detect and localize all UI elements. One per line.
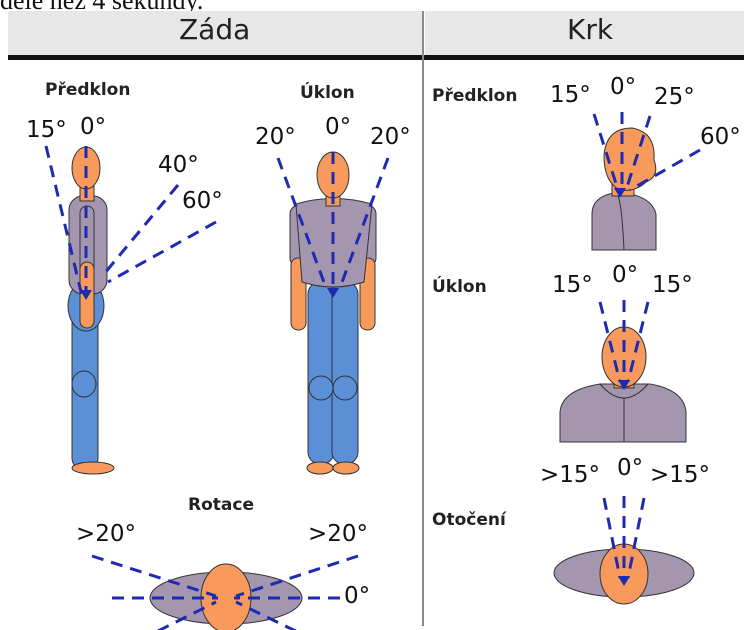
back-side-angle-0: 0°	[325, 114, 351, 140]
neck-side-angle-0: 0°	[612, 262, 638, 288]
neck-forward-angle-0: 0°	[610, 74, 636, 100]
neck-rotation-label: Otočení	[432, 510, 506, 530]
neck-rotation-figure	[554, 496, 694, 604]
neck-forward-figure	[592, 112, 700, 250]
back-rotation-angle-left: >20°	[76, 521, 136, 547]
neck-side-angle-right: 15°	[652, 272, 693, 298]
neck-forward-angle-25: 25°	[654, 84, 695, 110]
back-forward-angle-15: 15°	[26, 117, 67, 143]
back-rotation-angle-right: >20°	[308, 521, 368, 547]
neck-side-label: Úklon	[432, 277, 487, 297]
neck-rotation-angle-right: >15°	[650, 462, 710, 488]
back-side-label: Úklon	[300, 83, 355, 103]
neck-forward-angle-15: 15°	[550, 82, 591, 108]
back-side-angle-right: 20°	[370, 124, 411, 150]
back-forward-angle-0: 0°	[80, 114, 106, 140]
back-rotation-angle-0: 0°	[344, 583, 370, 609]
neck-forward-label: Předklon	[432, 86, 517, 106]
neck-rotation-angle-left: >15°	[540, 462, 600, 488]
back-rotation-figure	[92, 556, 358, 630]
back-forward-label: Předklon	[45, 80, 130, 100]
back-forward-angle-60: 60°	[182, 188, 223, 214]
back-side-figure	[278, 152, 388, 474]
neck-rotation-angle-0: 0°	[617, 455, 643, 481]
neck-forward-angle-60: 60°	[700, 124, 741, 150]
back-rotation-label: Rotace	[188, 495, 254, 515]
back-side-angle-left: 20°	[255, 124, 296, 150]
neck-side-figure	[560, 300, 686, 442]
back-forward-angle-40: 40°	[158, 152, 199, 178]
neck-side-angle-left: 15°	[552, 272, 593, 298]
